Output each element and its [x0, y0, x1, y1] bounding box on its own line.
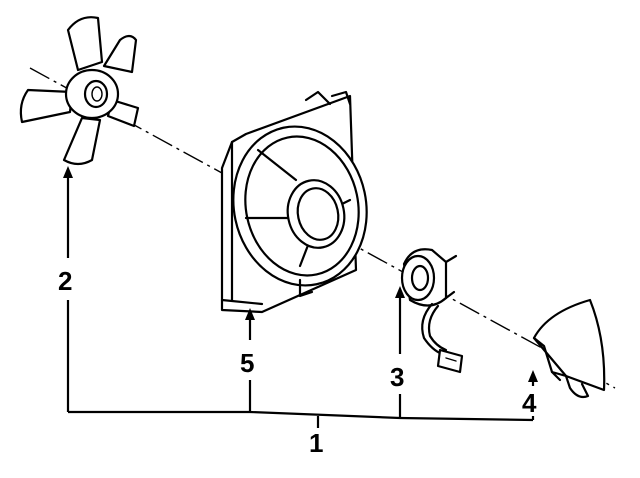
callout-shroud: 5 [240, 348, 254, 378]
fan-motor-part [400, 248, 464, 374]
callout-fan-blade: 2 [58, 266, 72, 296]
fan-blade-part [19, 16, 140, 166]
callout-cover: 4 [522, 388, 537, 418]
fan-cover-part [532, 298, 606, 399]
callout-assembly: 1 [309, 428, 323, 458]
callout-motor: 3 [390, 362, 404, 392]
fan-shroud-part [220, 90, 368, 314]
leader-lines [63, 166, 538, 428]
